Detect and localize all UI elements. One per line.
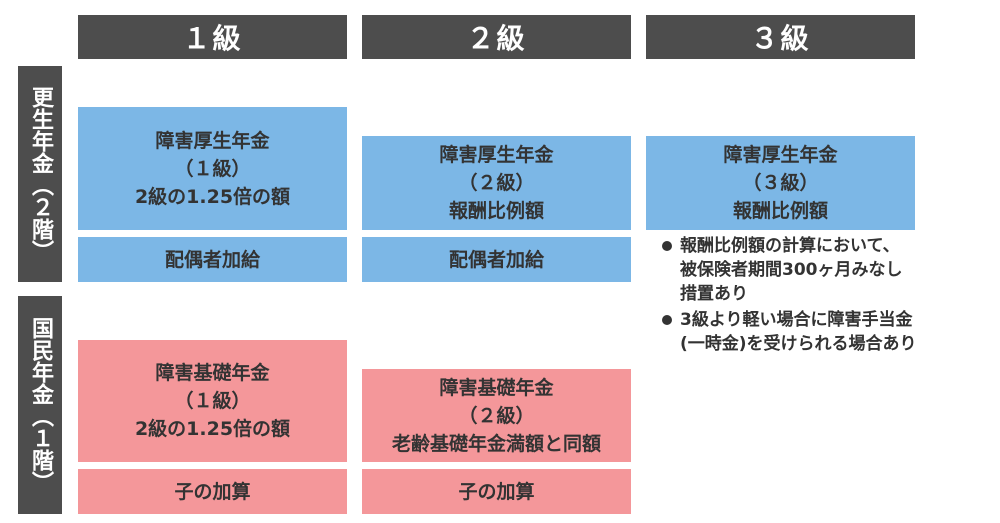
note-item: 報酬比例額の計算において、 被保険者期間300ヶ月みなし 措置あり (662, 234, 992, 306)
header-grade-1-label: １級 (182, 22, 243, 55)
kiso-box-grade-1-grade: （１級） (174, 390, 251, 412)
header-grade-2-label: ２級 (466, 22, 527, 55)
kosei-box-grade-2-amount: 報酬比例額 (448, 200, 544, 222)
side-label-kosei-text: 更生年金（２階） (28, 86, 53, 262)
note-2-line-2: (一時金)を受けられる場合あり (680, 334, 917, 354)
side-label-kokumin-text: 国民年金（１階） (28, 317, 53, 493)
spouse-box-grade-1: 配偶者加給 (78, 237, 347, 282)
kosei-box-grade-2: 障害厚生年金 （２級） 報酬比例額 (362, 136, 631, 230)
kosei-box-grade-3: 障害厚生年金 （３級） 報酬比例額 (646, 136, 915, 230)
kosei-box-grade-1-amount: 2級の1.25倍の額 (134, 185, 291, 208)
kosei-box-grade-1-grade: （１級） (174, 157, 251, 180)
kosei-box-grade-1-title: 障害厚生年金 (155, 129, 270, 152)
kiso-box-grade-1-amount: 2級の1.25倍の額 (134, 418, 291, 440)
kiso-box-grade-2: 障害基礎年金 （２級） 老齢基礎年金満額と同額 (362, 369, 631, 462)
header-grade-3: ３級 (646, 15, 915, 59)
header-grade-3-label: ３級 (750, 22, 811, 55)
note-2-line-1: 3級より軽い場合に障害手当金 (680, 310, 913, 330)
note-1-line-2: 被保険者期間300ヶ月みなし (680, 260, 903, 280)
child-box-grade-1: 子の加算 (78, 469, 347, 514)
note-1-line-3: 措置あり (680, 284, 748, 304)
kosei-box-grade-2-grade: （２級） (458, 172, 535, 194)
kiso-box-grade-2-grade: （２級） (458, 404, 535, 427)
header-grade-1: １級 (78, 15, 347, 59)
note-item: 3級より軽い場合に障害手当金 (一時金)を受けられる場合あり (662, 308, 992, 356)
note-1-line-1: 報酬比例額の計算において、 (680, 236, 900, 256)
notes-list: 報酬比例額の計算において、 被保険者期間300ヶ月みなし 措置あり 3級より軽い… (662, 234, 992, 358)
child-box-grade-2: 子の加算 (362, 469, 631, 514)
side-label-kosei: 更生年金（２階） (18, 66, 62, 282)
bullet-icon (662, 241, 672, 251)
side-label-kokumin: 国民年金（１階） (18, 296, 62, 514)
bullet-icon (662, 315, 672, 325)
spouse-box-grade-1-label: 配偶者加給 (164, 248, 260, 271)
spouse-box-grade-2-label: 配偶者加給 (448, 248, 544, 271)
header-grade-2: ２級 (362, 15, 631, 59)
kosei-box-grade-1: 障害厚生年金 （１級） 2級の1.25倍の額 (78, 107, 347, 230)
kiso-box-grade-2-title: 障害基礎年金 (439, 376, 554, 399)
child-box-grade-2-label: 子の加算 (458, 480, 535, 503)
kosei-box-grade-3-grade: （３級） (742, 172, 819, 194)
child-box-grade-1-label: 子の加算 (174, 480, 251, 503)
kiso-box-grade-1: 障害基礎年金 （１級） 2級の1.25倍の額 (78, 340, 347, 462)
kiso-box-grade-2-amount: 老齢基礎年金満額と同額 (391, 432, 601, 455)
kosei-box-grade-2-title: 障害厚生年金 (439, 144, 554, 166)
kiso-box-grade-1-title: 障害基礎年金 (155, 362, 270, 384)
kosei-box-grade-3-amount: 報酬比例額 (732, 200, 828, 222)
spouse-box-grade-2: 配偶者加給 (362, 237, 631, 282)
kosei-box-grade-3-title: 障害厚生年金 (723, 144, 838, 166)
